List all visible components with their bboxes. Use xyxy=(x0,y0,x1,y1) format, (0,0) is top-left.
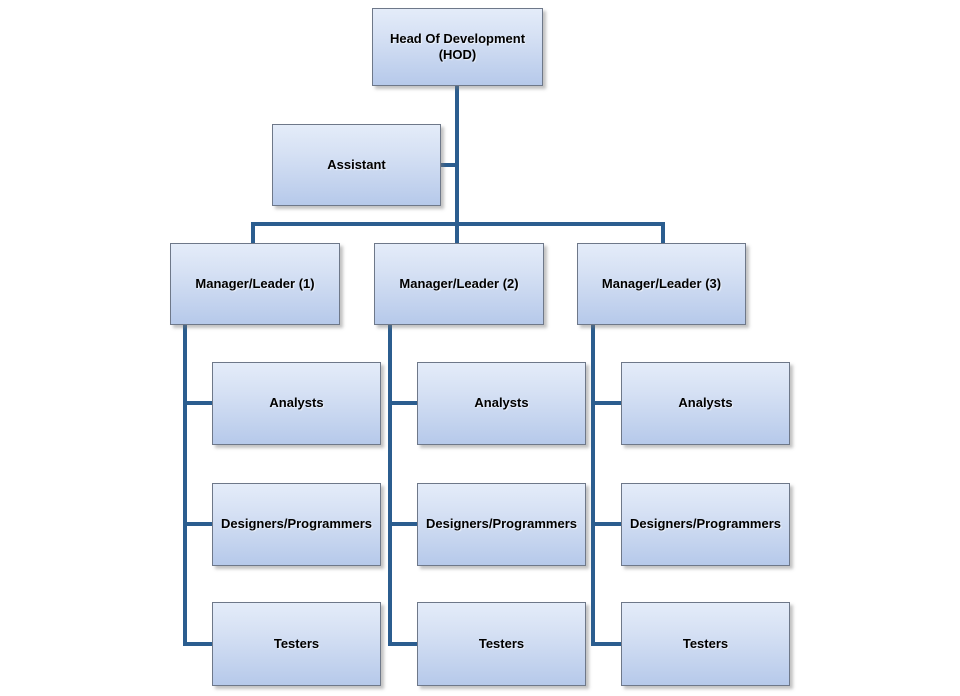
connector-branch2-analysts-stub xyxy=(388,401,417,405)
node-label: Testers xyxy=(682,635,729,651)
node-label: Designers/Programmers xyxy=(425,516,577,532)
connector-assistant-stub xyxy=(441,163,459,167)
node-manager-leader-1: Manager/Leader (1) xyxy=(170,243,340,325)
node-label: Designers/Programmers xyxy=(220,516,372,532)
node-label: Analysts xyxy=(269,395,324,411)
node-branch2-designers-programmers: Designers/Programmers xyxy=(417,483,586,566)
connector-manager1-drop xyxy=(251,222,255,243)
node-label: Manager/Leader (3) xyxy=(601,275,722,291)
connector-distribution-line xyxy=(251,222,665,226)
connector-branch2-testers-stub xyxy=(388,642,417,646)
connector-branch3-designers-stub xyxy=(591,522,621,526)
node-label: Testers xyxy=(478,635,525,651)
node-manager-leader-2: Manager/Leader (2) xyxy=(374,243,544,325)
connector-branch2-vertical xyxy=(388,325,392,646)
node-label: Head Of Development (HOD) xyxy=(389,30,526,62)
connector-branch3-analysts-stub xyxy=(591,401,621,405)
connector-manager3-drop xyxy=(661,222,665,243)
node-label: Manager/Leader (2) xyxy=(399,275,519,291)
connector-branch1-analysts-stub xyxy=(183,401,212,405)
node-label: Designers/Programmers xyxy=(629,516,781,532)
node-label: Analysts xyxy=(474,395,529,411)
node-label: Assistant xyxy=(327,156,386,172)
node-label: Manager/Leader (1) xyxy=(195,275,315,291)
connector-branch3-testers-stub xyxy=(591,642,621,646)
node-branch2-testers: Testers xyxy=(417,602,586,686)
node-assistant: Assistant xyxy=(272,124,441,206)
node-manager-leader-3: Manager/Leader (3) xyxy=(577,243,746,325)
node-branch3-testers: Testers xyxy=(621,602,790,686)
node-label: Analysts xyxy=(678,395,733,411)
node-branch1-designers-programmers: Designers/Programmers xyxy=(212,483,381,566)
connector-branch3-vertical xyxy=(591,325,595,646)
node-label: Testers xyxy=(273,635,320,651)
node-branch1-testers: Testers xyxy=(212,602,381,686)
node-branch3-analysts: Analysts xyxy=(621,362,790,445)
node-branch3-designers-programmers: Designers/Programmers xyxy=(621,483,790,566)
node-branch2-analysts: Analysts xyxy=(417,362,586,445)
node-head-of-development: Head Of Development (HOD) xyxy=(372,8,543,86)
connector-branch1-testers-stub xyxy=(183,642,212,646)
connector-branch2-designers-stub xyxy=(388,522,417,526)
node-branch1-analysts: Analysts xyxy=(212,362,381,445)
connector-branch1-vertical xyxy=(183,325,187,646)
connector-branch1-designers-stub xyxy=(183,522,212,526)
